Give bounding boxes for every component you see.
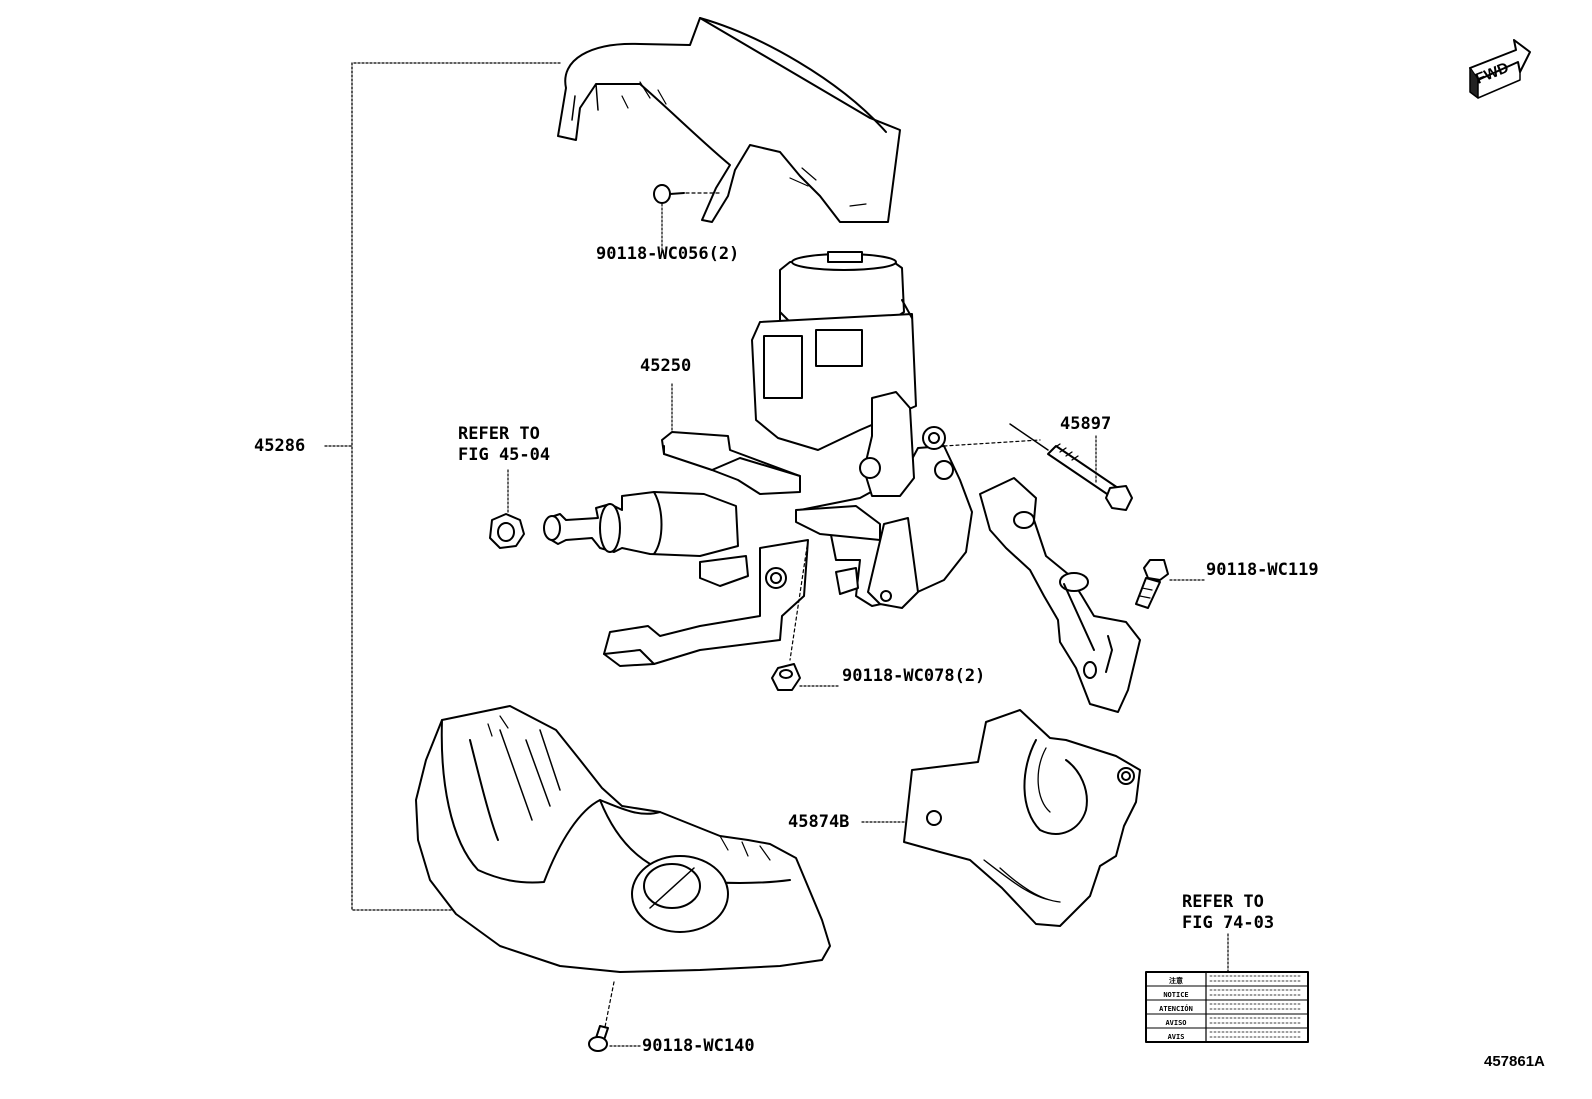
- refer-line-2: FIG 74-03: [1182, 913, 1275, 933]
- callout-90118-wc078[interactable]: 90118-WC078(2): [842, 666, 986, 686]
- callout-45250[interactable]: 45250: [640, 356, 692, 376]
- callout-45874b[interactable]: 45874B: [788, 812, 850, 832]
- fwd-label: FWD: [1473, 59, 1511, 88]
- intermediate-shaft: [979, 477, 1141, 713]
- callout-90118-wc056[interactable]: 90118-WC056(2): [596, 244, 740, 264]
- figure-id: 457861A: [1484, 1053, 1545, 1070]
- refer-line-1: REFER TO: [1182, 892, 1264, 912]
- lower-column-cover: [415, 705, 831, 973]
- screw-90118-wc056: [653, 184, 723, 253]
- notice-label: 注意 NOTICE ATENCIÓN AVISO AVIS: [1145, 933, 1309, 1043]
- bolt-45897: [943, 423, 1133, 511]
- refer-line-1: REFER TO: [458, 424, 540, 444]
- steering-lock-motor: [751, 251, 917, 451]
- nut-90118-wc078: [771, 539, 841, 691]
- callout-45286[interactable]: 45286: [254, 436, 306, 456]
- notice-row-1: 注意: [1169, 976, 1183, 985]
- tilt-lever-bracket: [603, 539, 809, 667]
- mounting-bracket-45250: [661, 431, 801, 495]
- bolt-90118-wc119: [1135, 559, 1205, 609]
- column-pivot-housing: [795, 391, 973, 609]
- steering-column-tube: [543, 491, 739, 557]
- callout-90118-wc119[interactable]: 90118-WC119: [1206, 560, 1319, 580]
- callout-90118-wc140[interactable]: 90118-WC140: [642, 1036, 755, 1056]
- notice-row-4: AVISO: [1165, 1019, 1186, 1027]
- callout-45897[interactable]: 45897: [1060, 414, 1112, 434]
- notice-row-2: NOTICE: [1163, 991, 1188, 999]
- assembly-bracket-45286: [324, 62, 561, 911]
- upper-column-cover: [557, 17, 901, 223]
- steering-wheel-nut: [489, 469, 525, 549]
- fwd-arrow-icon: FWD: [1469, 39, 1531, 99]
- notice-row-3: ATENCIÓN: [1159, 1004, 1193, 1013]
- refer-fig-74-03: REFER TO FIG 74-03: [1182, 892, 1274, 934]
- notice-row-5: AVIS: [1168, 1033, 1185, 1041]
- column-hole-cover-45874b: [861, 709, 1141, 927]
- leader-lines: [671, 383, 1097, 485]
- screw-90118-wc140: [588, 981, 641, 1052]
- refer-fig-45-04: REFER TO FIG 45-04: [458, 424, 550, 466]
- refer-line-2: FIG 45-04: [458, 445, 551, 465]
